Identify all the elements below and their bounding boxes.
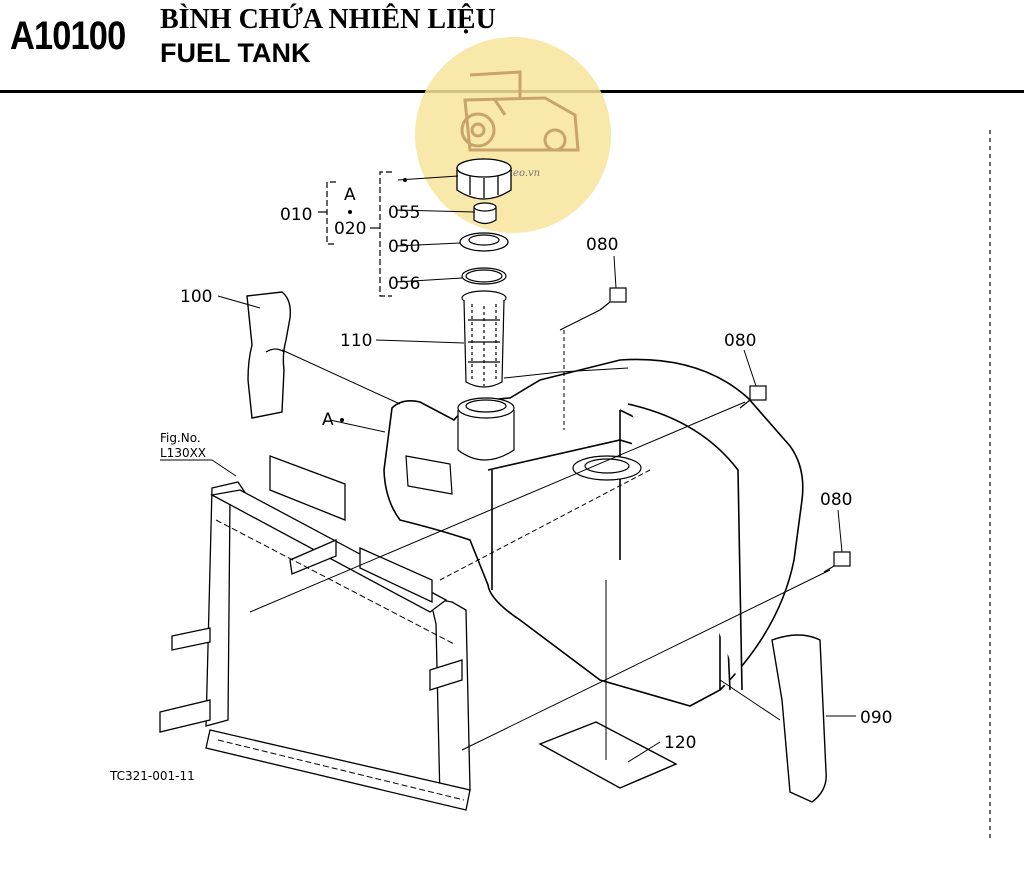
bolt-080-a <box>599 287 627 311</box>
drawing-id: TC321-001-11 <box>109 769 195 783</box>
label-090: 090 <box>860 708 892 728</box>
fuel-cap <box>456 158 512 200</box>
label-group-a: A <box>344 185 356 205</box>
o-ring <box>461 267 507 285</box>
sender-port <box>572 455 642 481</box>
label-100: 100 <box>180 287 212 307</box>
watermark-text: maykeo.vn <box>486 168 540 179</box>
strainer <box>461 290 507 388</box>
label-020: 020 <box>334 219 366 239</box>
bracket-100 <box>246 291 292 419</box>
label-080-b: 080 <box>724 331 756 351</box>
label-050: 050 <box>388 237 420 257</box>
filler-ring <box>459 232 509 252</box>
watermark-logo: maykeo.vn <box>415 37 611 233</box>
part-group-code: A10100 <box>10 14 126 58</box>
label-010: 010 <box>280 205 312 225</box>
pad-120 <box>538 721 678 789</box>
filler-neck <box>457 397 515 461</box>
title-english: FUEL TANK <box>160 38 311 68</box>
bracket-010 <box>326 171 392 297</box>
leader-lines <box>160 175 856 763</box>
frame <box>159 455 471 811</box>
label-callout-a: A <box>322 410 334 430</box>
tank-bracket-left <box>405 455 453 495</box>
label-080-c: 080 <box>820 490 852 510</box>
cap-gasket <box>473 202 497 225</box>
bolt-080-c <box>823 551 851 573</box>
label-080-a: 080 <box>586 235 618 255</box>
label-056: 056 <box>388 274 420 294</box>
label-120: 120 <box>664 733 696 753</box>
cover-090 <box>771 634 827 803</box>
bolt-080-b <box>739 385 767 409</box>
label-055: 055 <box>388 203 420 223</box>
label-fig-ref: L130XX <box>160 446 206 460</box>
title-vietnamese: BÌNH CHỨA NHIÊN LIỆU <box>160 4 496 35</box>
label-110: 110 <box>340 331 372 351</box>
label-fig-no: Fig.No. <box>160 431 201 445</box>
